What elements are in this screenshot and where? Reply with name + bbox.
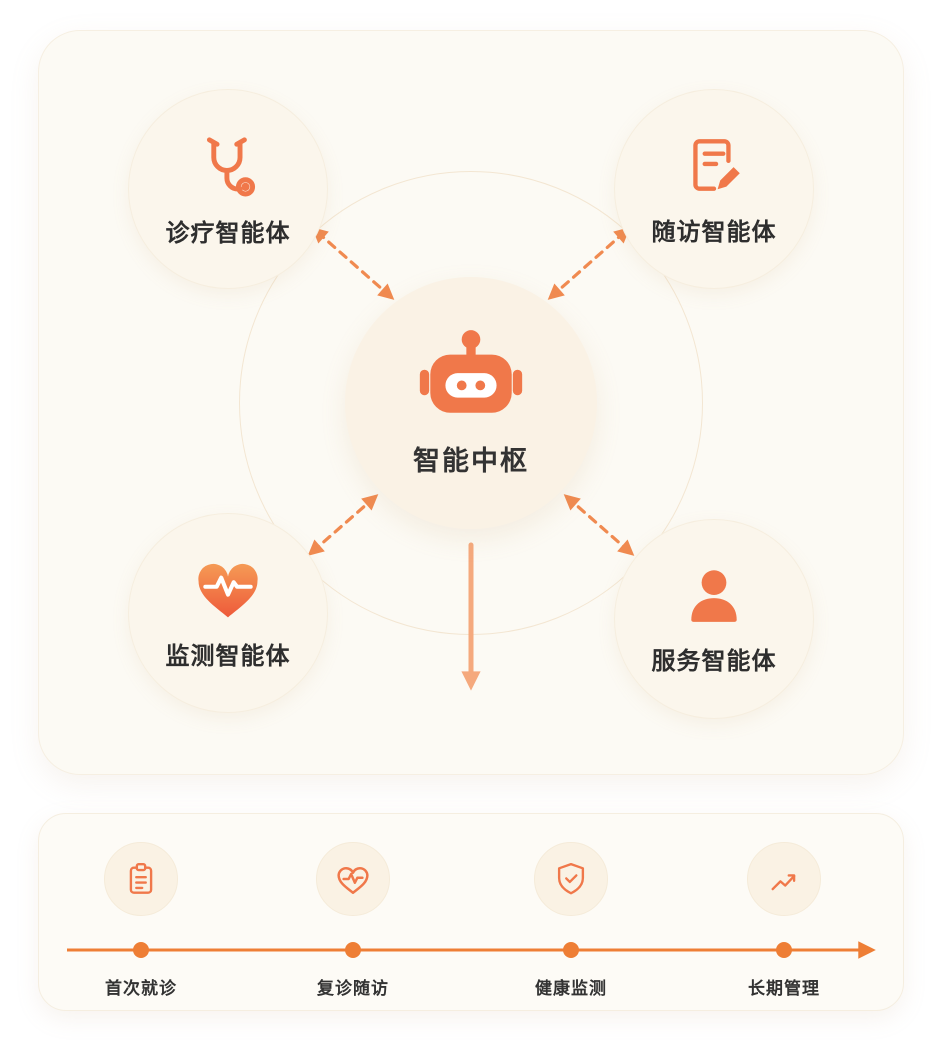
timeline-step-monitoring: 健康监测 bbox=[496, 842, 646, 999]
agent-node-service: 服务智能体 bbox=[614, 519, 814, 719]
step-label: 长期管理 bbox=[748, 979, 820, 998]
shield-check-icon bbox=[534, 842, 608, 916]
clipboard-icon bbox=[104, 842, 178, 916]
agent-label: 诊疗智能体 bbox=[165, 220, 291, 247]
timeline-step-first-visit: 首次就诊 bbox=[66, 842, 216, 999]
timeline-dot bbox=[345, 942, 361, 958]
timeline-dot bbox=[776, 942, 792, 958]
agent-node-monitor: 监测智能体 bbox=[128, 513, 328, 713]
agent-node-followup: 随访智能体 bbox=[614, 89, 814, 289]
timeline-line bbox=[67, 941, 876, 959]
robot-icon bbox=[415, 329, 527, 429]
agent-label: 随访智能体 bbox=[651, 219, 777, 246]
agent-label: 监测智能体 bbox=[165, 643, 291, 670]
timeline-dot bbox=[563, 942, 579, 958]
hub-node: 智能中枢 bbox=[345, 277, 597, 529]
person-icon bbox=[681, 562, 747, 628]
step-label: 复诊随访 bbox=[317, 979, 389, 998]
heart-ecg-icon bbox=[316, 842, 390, 916]
timeline-dot bbox=[133, 942, 149, 958]
patient-journey-card: 首次就诊 复诊随访 健康监测 长期管理 bbox=[38, 813, 904, 1011]
timeline-step-longterm: 长期管理 bbox=[709, 842, 859, 999]
timeline-step-followup: 复诊随访 bbox=[278, 842, 428, 999]
trend-up-icon bbox=[747, 842, 821, 916]
heart-pulse-icon bbox=[191, 555, 265, 623]
agent-node-diagnosis: 诊疗智能体 bbox=[128, 89, 328, 289]
step-label: 健康监测 bbox=[535, 979, 607, 998]
hub-label: 智能中枢 bbox=[413, 445, 529, 476]
step-label: 首次就诊 bbox=[105, 979, 177, 998]
agent-label: 服务智能体 bbox=[651, 648, 777, 675]
document-pen-icon bbox=[681, 131, 747, 199]
stethoscope-icon bbox=[192, 130, 264, 200]
agent-architecture-card: 智能中枢 诊疗智能体 随访智能体 bbox=[38, 30, 904, 775]
